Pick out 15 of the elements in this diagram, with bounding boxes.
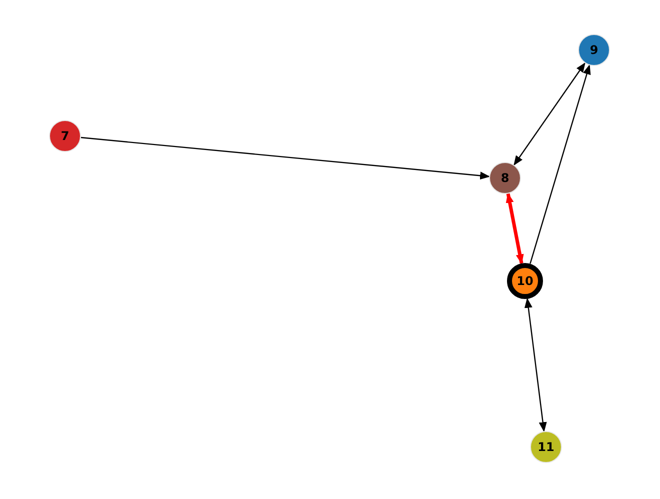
graph-node bbox=[489, 162, 521, 194]
arrow bbox=[530, 64, 591, 264]
graph-node bbox=[507, 263, 543, 299]
node-label: 10 bbox=[516, 274, 534, 288]
arrow bbox=[80, 136, 490, 180]
graph-node bbox=[49, 120, 81, 152]
arrow bbox=[514, 62, 586, 166]
node-label: 9 bbox=[590, 43, 598, 57]
graph-node bbox=[530, 431, 562, 463]
node-label: 11 bbox=[538, 440, 554, 454]
arrow bbox=[506, 192, 524, 264]
graph-node bbox=[578, 34, 610, 66]
node-label: 8 bbox=[500, 171, 510, 185]
node-label: 7 bbox=[60, 129, 70, 143]
arrow bbox=[524, 298, 547, 432]
